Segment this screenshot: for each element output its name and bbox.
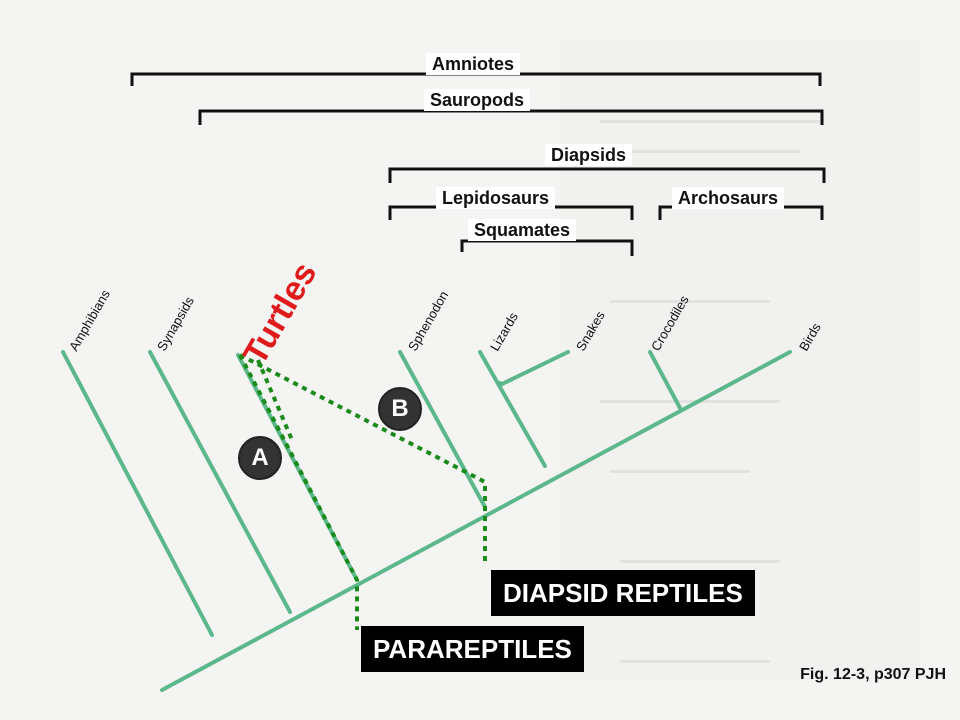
branch-amphibians	[61, 350, 214, 637]
node-b-badge: B	[378, 387, 422, 431]
path-b	[239, 353, 487, 565]
turtle-placement-paths	[238, 353, 487, 630]
squamates-bracket	[460, 239, 634, 256]
main-trunk	[160, 350, 792, 692]
clade-label-lepidosaurs: Lepidosaurs	[436, 187, 556, 209]
clade-label-squamates: Squamates	[468, 219, 577, 241]
branch-lizards	[478, 350, 547, 468]
diapsids-bracket	[388, 167, 826, 183]
clade-label-archosaurs: Archosaurs	[672, 187, 785, 209]
group-parareptiles: PARAREPTILES	[361, 626, 584, 672]
node-a-badge: A	[238, 436, 282, 480]
branch-snakes	[498, 350, 570, 387]
path-a	[238, 354, 359, 630]
tree-branches	[61, 350, 792, 692]
clade-label-amniotes: Amniotes	[426, 53, 521, 75]
clade-label-diapsids: Diapsids	[545, 144, 633, 166]
figure-caption: Fig. 12-3, p307 PJH	[800, 666, 946, 683]
clade-label-sauropods: Sauropods	[424, 89, 531, 111]
sauropods-bracket	[198, 109, 824, 125]
branch-synapsids	[148, 350, 292, 614]
branch-sphenodon	[398, 350, 487, 509]
branch-crocodiles	[648, 350, 682, 410]
path-b-extra	[256, 359, 294, 441]
group-diapsid-reptiles: DIAPSID REPTILES	[491, 570, 755, 616]
